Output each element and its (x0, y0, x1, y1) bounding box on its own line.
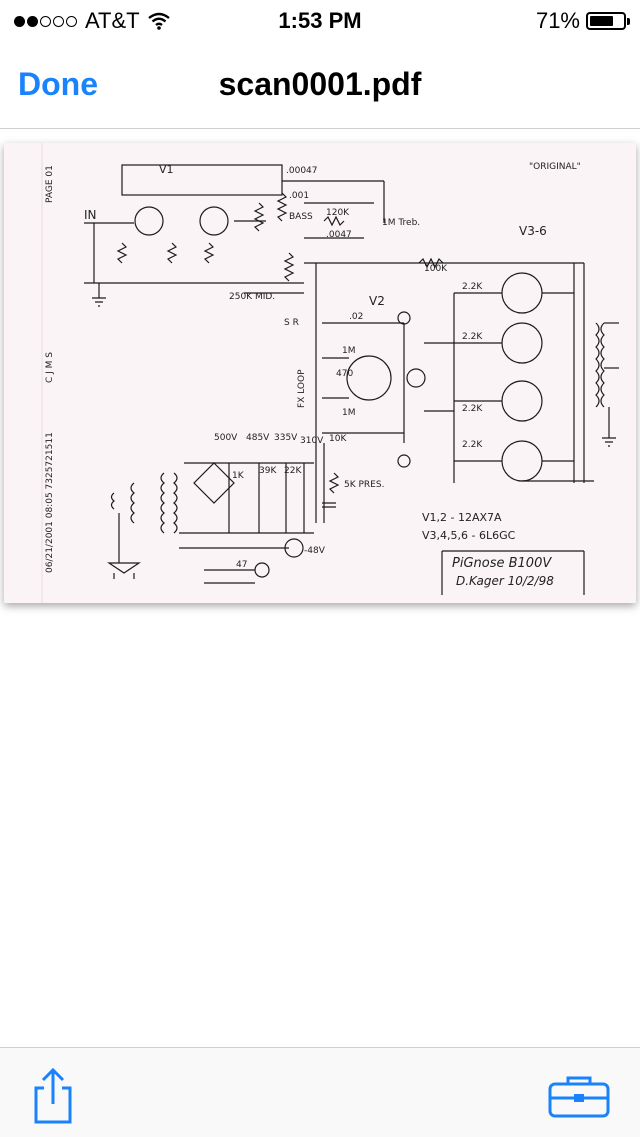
battery-icon (586, 12, 630, 30)
label-500v: 500V (214, 433, 238, 443)
label-10k: 10K (329, 434, 347, 444)
document-viewer[interactable]: PAGE 01 C J M S 06/21/2001 08:05 7325721… (0, 129, 640, 1047)
done-button[interactable]: Done (18, 66, 98, 102)
schematic-scan: PAGE 01 C J M S 06/21/2001 08:05 7325721… (4, 143, 636, 603)
margin-fax-line: 06/21/2001 08:05 7325721511 (45, 432, 55, 573)
label-treb: 1M Treb. (382, 218, 420, 228)
status-bar: AT&T 1:53 PM 71% (0, 0, 640, 40)
label-335v: 335V (274, 433, 298, 443)
label-v2: V2 (369, 294, 385, 308)
status-time: 1:53 PM (278, 8, 362, 33)
carrier-name: AT&T (85, 8, 140, 33)
label-mid: 250K MID. (229, 292, 275, 302)
label-sr: S R (284, 318, 299, 328)
wifi-icon (147, 12, 170, 30)
label-2-2k-a: 2.2K (462, 282, 483, 292)
pdf-page[interactable]: PAGE 01 C J M S 06/21/2001 08:05 7325721… (4, 143, 636, 603)
label-fx-loop: FX LOOP (297, 369, 307, 408)
label-47: 47 (236, 560, 247, 570)
label-cap-02: .02 (349, 312, 363, 322)
navigation-bar: Done scan0001.pdf (0, 40, 640, 129)
label-2-2k-b: 2.2K (462, 332, 483, 342)
battery-percent: 71% (535, 8, 580, 33)
label-tube-list-1: V1,2 - 12AX7A (422, 511, 502, 524)
signal-strength-icon (14, 15, 79, 27)
label-cap2: .001 (289, 191, 309, 201)
label-v1: V1 (159, 163, 174, 176)
label-bass: BASS (289, 212, 313, 222)
label-1k: 1K (232, 471, 245, 481)
label-485v: 485V (246, 433, 270, 443)
label-tube-list-2: V3,4,5,6 - 6L6GC (422, 529, 516, 542)
label-in: IN (84, 208, 97, 222)
label-neg48v: -48V (304, 546, 326, 556)
label-2-2k-d: 2.2K (462, 440, 483, 450)
status-right: 71% (535, 8, 630, 34)
label-470: 470 (336, 369, 353, 379)
margin-page: PAGE 01 (45, 165, 55, 203)
toolbox-icon (548, 1076, 610, 1118)
label-39k: 39K (259, 466, 277, 476)
label-1m-b: 1M (342, 408, 356, 418)
label-1m-a: 1M (342, 346, 356, 356)
label-310v: 310V (300, 436, 324, 446)
status-left: AT&T (14, 8, 170, 34)
battery-level (590, 16, 613, 26)
label-original: "ORIGINAL" (529, 162, 581, 172)
label-120k: 120K (326, 208, 350, 218)
share-button[interactable] (30, 1067, 76, 1124)
tools-button[interactable] (548, 1074, 610, 1118)
label-signature-1: PiGnose B100V (452, 556, 552, 571)
label-5k-pres: 5K PRES. (344, 480, 384, 490)
label-100k: 100K (424, 264, 448, 274)
share-icon (34, 1067, 72, 1124)
label-22k: 22K (284, 466, 302, 476)
label-cap1: .00047 (286, 166, 318, 176)
label-cap3: .0047 (326, 230, 352, 240)
label-v3-6: V3-6 (519, 224, 547, 238)
bottom-toolbar (0, 1047, 640, 1137)
label-signature-2: D.Kager 10/2/98 (456, 574, 554, 588)
margin-initials: C J M S (45, 352, 55, 383)
document-title: scan0001.pdf (218, 66, 422, 102)
label-2-2k-c: 2.2K (462, 404, 483, 414)
